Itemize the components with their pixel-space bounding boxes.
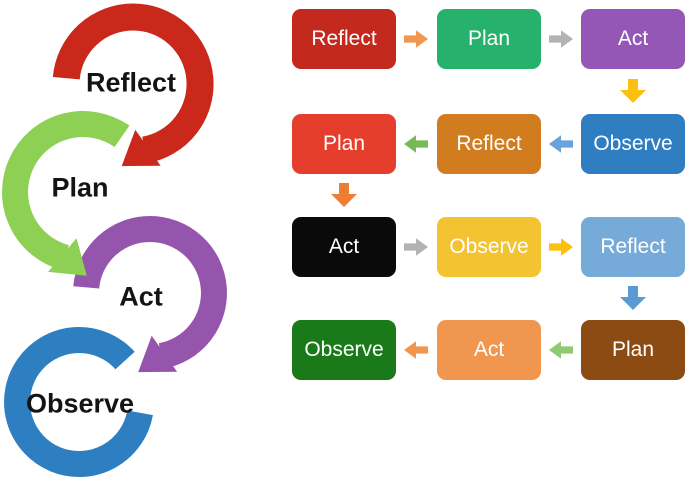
cycle-spiral (2, 3, 227, 477)
ring-act-arrowhead-icon (138, 335, 178, 373)
cycle-label-plan: Plan (51, 172, 109, 203)
arrow-left-icon (549, 341, 573, 359)
arrow-down-icon (620, 286, 646, 310)
arrow-right-icon (549, 30, 573, 48)
cycle-label-reflect: Reflect (85, 67, 177, 98)
cycle-label-act: Act (119, 281, 163, 312)
flow-box-r3-observe: Observe (437, 217, 541, 277)
flow-box-r1-plan: Plan (437, 9, 541, 69)
flow-box-r4-observe: Observe (292, 320, 396, 380)
cycle-label-observe: Observe (25, 388, 135, 419)
ring-reflect-arrowhead-icon (121, 129, 161, 167)
arrow-down-icon (620, 79, 646, 103)
ring-plan-arrowhead-icon (48, 238, 87, 276)
arrow-right-icon (404, 238, 428, 256)
ring-reflect (52, 3, 214, 164)
flow-box-r4-plan: Plan (581, 320, 685, 380)
flow-box-r2-observe: Observe (581, 114, 685, 174)
flow-box-r3-act: Act (292, 217, 396, 277)
flow-box-r3-reflect: Reflect (581, 217, 685, 277)
ring-observe (4, 327, 153, 477)
flow-box-r2-plan: Plan (292, 114, 396, 174)
arrow-down-icon (331, 183, 357, 207)
arrow-right-icon (404, 30, 428, 48)
arrow-left-icon (404, 341, 428, 359)
ring-act (73, 216, 227, 369)
arrow-right-icon (549, 238, 573, 256)
arrow-left-icon (404, 135, 428, 153)
arrow-left-icon (549, 135, 573, 153)
ring-plan (2, 111, 130, 271)
flow-box-r1-act: Act (581, 9, 685, 69)
flow-box-r2-reflect: Reflect (437, 114, 541, 174)
flow-box-r4-act: Act (437, 320, 541, 380)
flow-box-r1-reflect: Reflect (292, 9, 396, 69)
